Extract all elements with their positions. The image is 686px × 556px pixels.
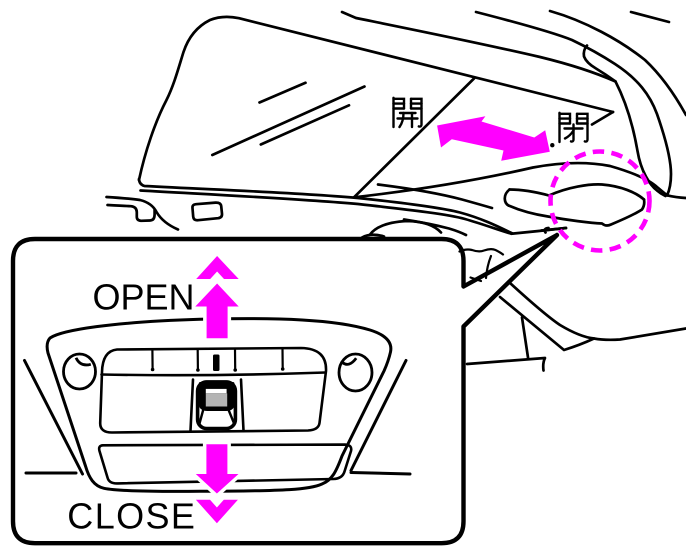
svg-text:CLOSE: CLOSE (67, 495, 196, 536)
svg-text:OPEN: OPEN (93, 277, 195, 318)
